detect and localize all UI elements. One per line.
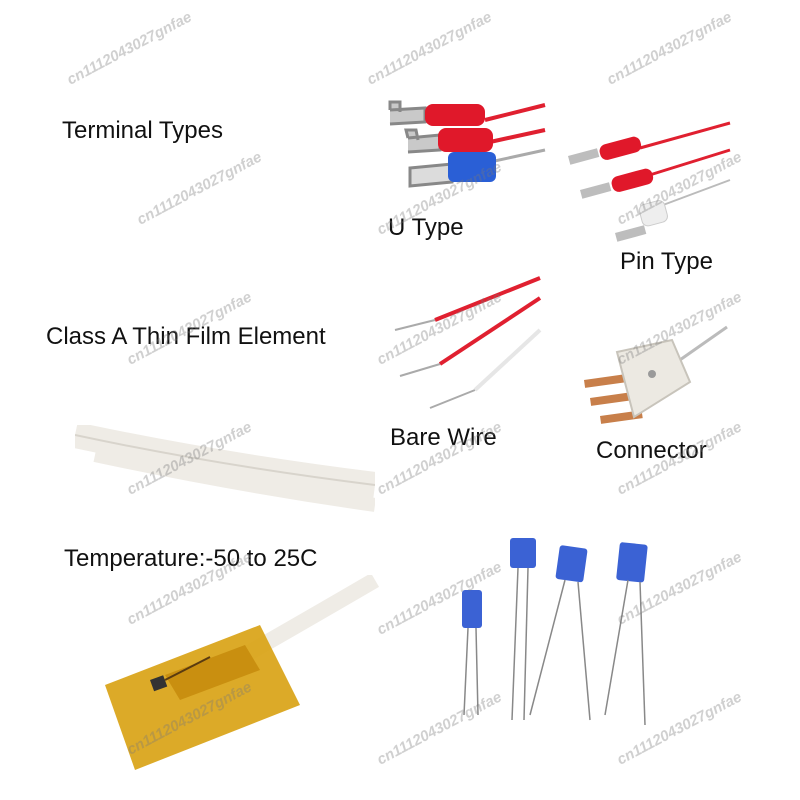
watermark-3: cn1112043027gnfae [604, 8, 735, 89]
thin-film-label: Class A Thin Film Element [46, 323, 326, 350]
element-2 [510, 538, 536, 721]
u-terminal-3 [408, 152, 496, 188]
u-terminal-1 [388, 100, 485, 126]
element-3 [529, 545, 591, 721]
element-4 [604, 542, 648, 726]
connector-label: Connector [596, 437, 707, 464]
pin-type-label: Pin Type [620, 248, 713, 275]
cable-coil-image [75, 425, 375, 512]
u-type-terminals-image [388, 100, 546, 188]
connector-image [584, 325, 728, 424]
terminal-types-label: Terminal Types [62, 117, 223, 144]
blue-elements-image [462, 538, 648, 726]
wire-red-1 [484, 103, 546, 164]
pin-terminal-2 [580, 168, 654, 199]
bare-wire-image [394, 276, 542, 409]
pin-type-terminals-image [568, 121, 731, 242]
u-type-label: U Type [388, 214, 464, 241]
temperature-label: Temperature:-50 to 25C [64, 545, 318, 572]
watermark-4: cn1112043027gnfae [134, 148, 265, 229]
bare-wire-label: Bare Wire [390, 424, 497, 451]
watermark-2: cn1112043027gnfae [364, 8, 495, 89]
u-terminal-2 [404, 128, 493, 154]
watermark-1: cn1112043027gnfae [64, 8, 195, 89]
pin-terminal-3 [615, 200, 668, 242]
thin-film-sensor-image [105, 575, 380, 770]
element-1 [462, 590, 482, 716]
pin-terminal-1 [568, 136, 642, 165]
